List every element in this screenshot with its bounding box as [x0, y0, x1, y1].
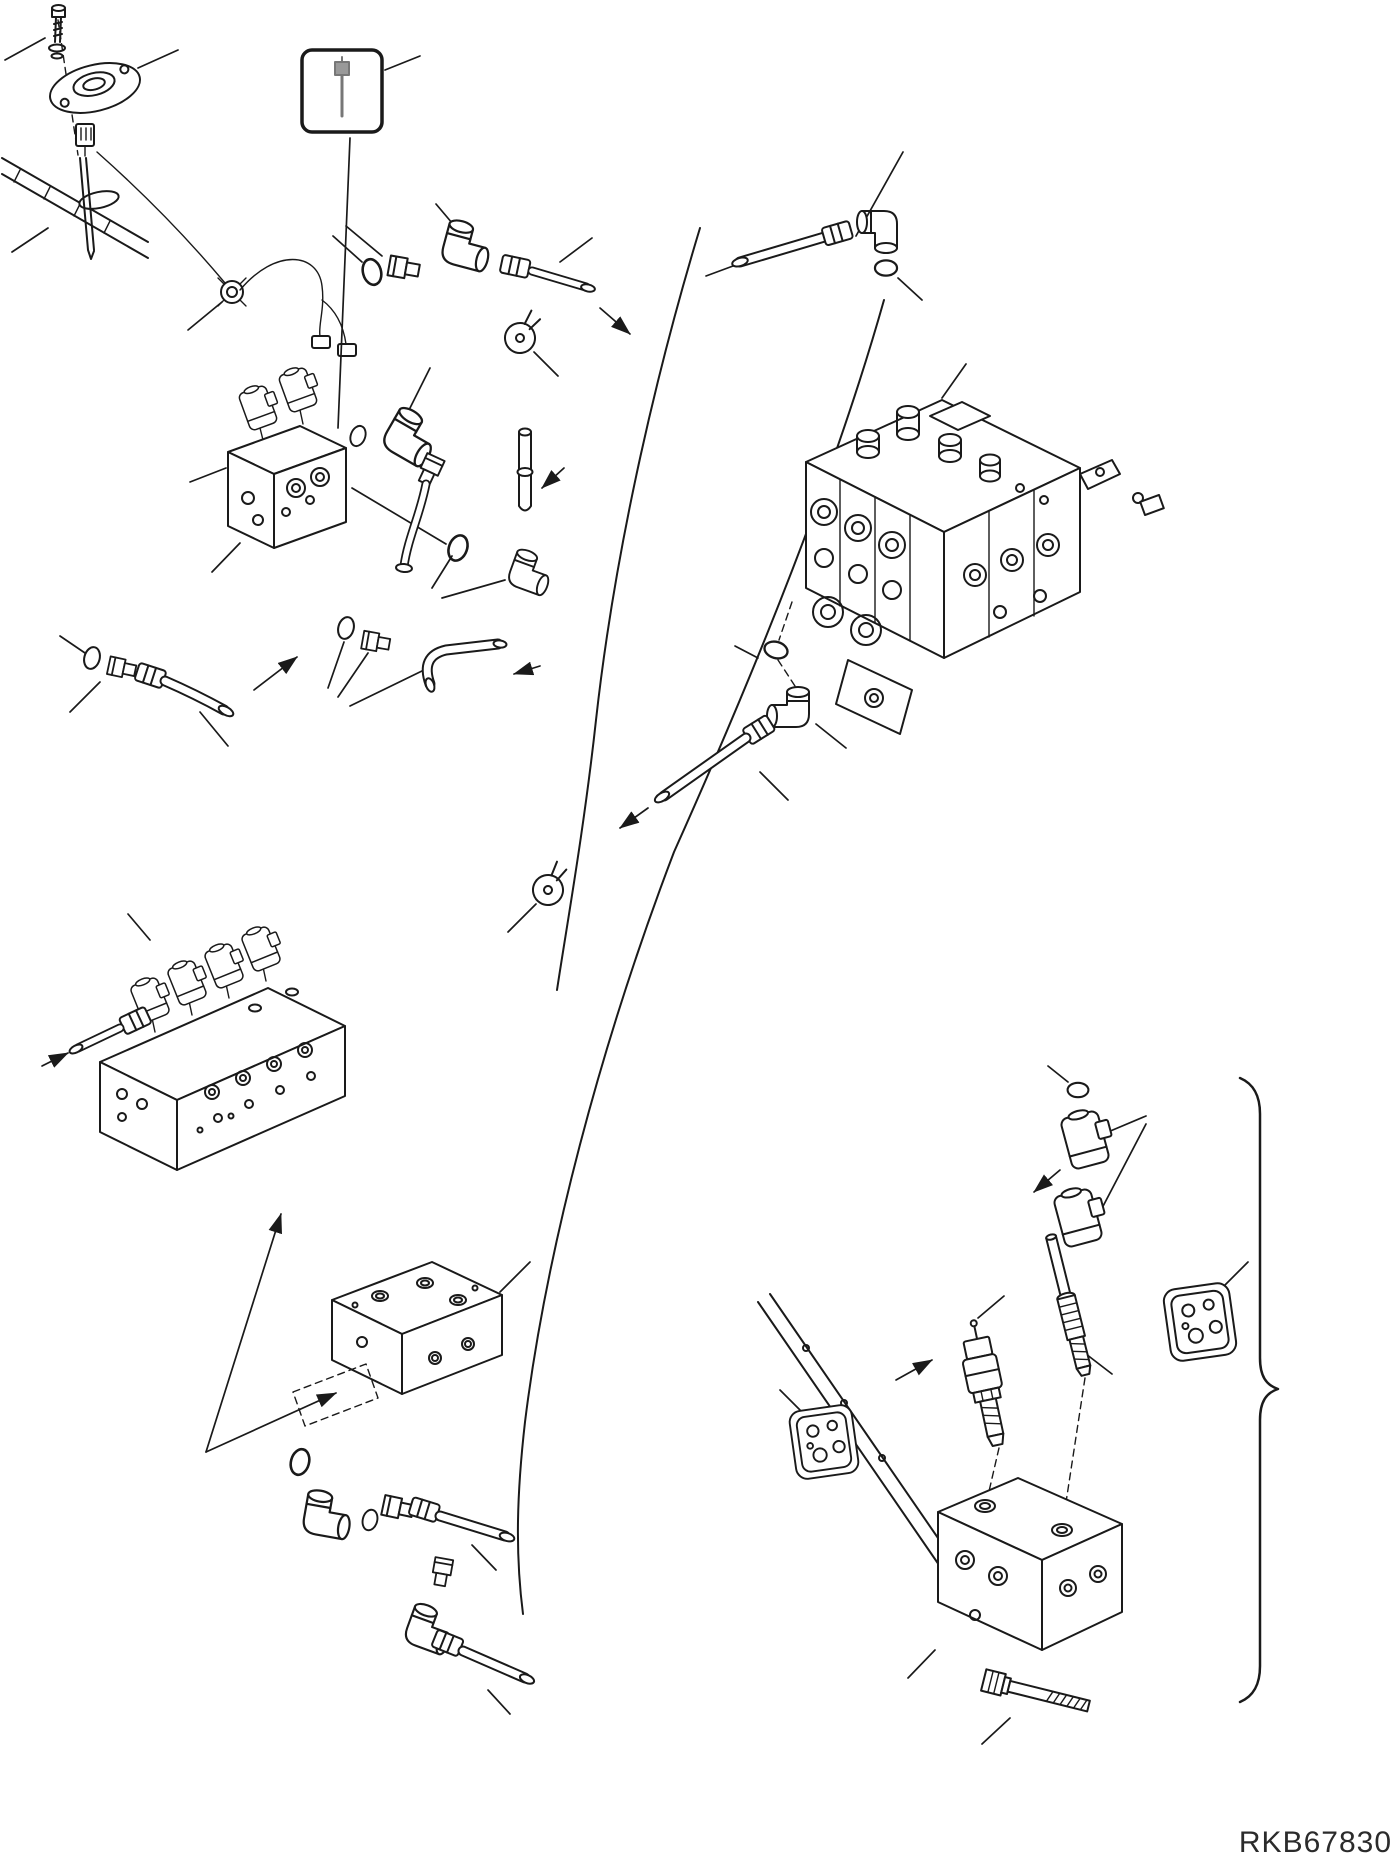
sensor-icon: [334, 56, 350, 118]
left-hose-group: [59, 635, 298, 747]
lower-right-hose-group: [619, 686, 847, 829]
solenoid-coil: [238, 919, 288, 974]
hex-bolt: [980, 1668, 1091, 1713]
elbow-fitting: [766, 686, 810, 728]
hose-clamp: [499, 308, 547, 357]
valve-side-bracket: [1079, 459, 1165, 516]
elbow-fitting: [438, 217, 497, 274]
pilot-pin: [516, 427, 534, 512]
wire-grommet: [217, 277, 247, 307]
top-right-hose-assembly: [705, 151, 923, 301]
solenoid-coil: [164, 953, 214, 1008]
solenoid-coil: [1050, 1181, 1112, 1250]
hose-clamp: [526, 858, 576, 910]
o-ring: [761, 637, 791, 663]
mounting-panel: [757, 1293, 961, 1579]
mounting-bolt: [51, 4, 66, 43]
solenoid-coil: [276, 361, 325, 414]
o-ring: [334, 614, 358, 642]
valve-block: [937, 1477, 1123, 1651]
sensor-flange: [49, 62, 141, 114]
hose-end-fitting: [498, 253, 532, 280]
straight-fitting: [429, 1556, 455, 1588]
level-sensor-assembly: [1, 4, 179, 260]
wiring-harness: [96, 151, 357, 357]
top-fittings-group: [332, 203, 631, 377]
valve-top-caps: [856, 401, 1049, 505]
elbow-fitting: [505, 546, 558, 598]
tool-icon-box: [300, 48, 421, 134]
o-ring: [358, 255, 386, 289]
straight-fitting: [386, 254, 422, 282]
o-ring: [443, 531, 473, 565]
pilot-solenoid-valve: [961, 1319, 1005, 1448]
o-ring: [359, 1507, 381, 1533]
solenoid-manifold: [41, 913, 346, 1171]
solenoid-coil: [201, 936, 251, 991]
main-control-valve: [734, 363, 1165, 735]
washer: [48, 43, 66, 60]
elbow-fitting: [300, 1487, 356, 1542]
straight-fitting: [106, 655, 138, 681]
o-ring: [346, 422, 370, 450]
o-ring: [873, 259, 899, 277]
lower-middle-fittings: [327, 614, 541, 707]
elbow-fitting: [856, 210, 898, 254]
straight-fitting: [360, 629, 392, 655]
o-ring: [286, 1445, 314, 1479]
bottom-manifold-group: [205, 1213, 536, 1715]
sensor-connector: [75, 123, 95, 157]
orifice-plate: [787, 1402, 861, 1482]
valve-lower-block: [835, 659, 913, 735]
manifold-block: [331, 1261, 503, 1395]
pilot-solenoid-block: [189, 137, 351, 573]
valve-cartridge: [1045, 1233, 1092, 1377]
solenoid-coil: [1057, 1103, 1119, 1172]
middle-fittings-group: [346, 367, 565, 599]
solenoid-coil: [236, 379, 285, 432]
group-brace: [1238, 1076, 1280, 1704]
hose-clamp-lower: [507, 858, 576, 933]
o-ring: [1066, 1081, 1090, 1099]
hose-crimp-fitting: [820, 219, 855, 247]
mounting-panel: [1, 157, 149, 259]
orifice-plate: [1161, 1280, 1239, 1364]
drawing-number: RKB67830: [1239, 1826, 1392, 1859]
float-rod: [79, 157, 95, 260]
o-ring: [80, 644, 104, 672]
bottom-right-valve-group: [757, 1065, 1280, 1745]
